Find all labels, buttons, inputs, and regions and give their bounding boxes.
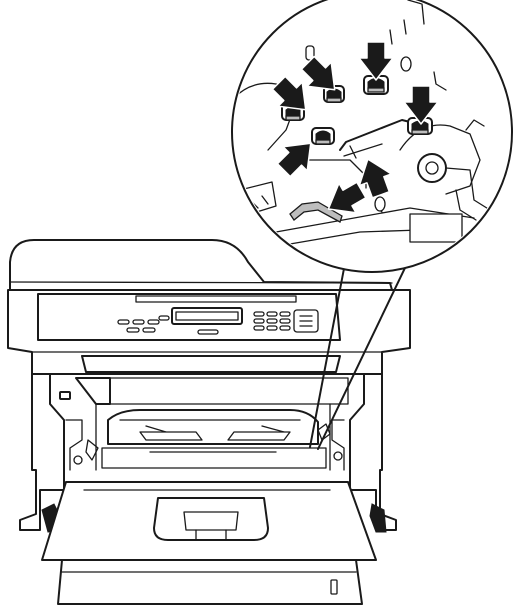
printer-body bbox=[7, 239, 411, 605]
arrow-4-icon bbox=[276, 142, 312, 178]
callout-connector-left bbox=[309, 257, 347, 448]
arrow-7-icon bbox=[327, 181, 367, 214]
callout-connector-right bbox=[317, 244, 417, 450]
inner-cavity bbox=[75, 377, 111, 405]
tab-4 bbox=[311, 127, 335, 145]
magnifier-callout bbox=[231, 0, 513, 450]
panel-keypad bbox=[253, 309, 319, 333]
arrow-2-icon bbox=[300, 55, 336, 91]
callout-arrows bbox=[271, 41, 439, 214]
arrow-5-icon bbox=[403, 85, 439, 125]
right-latch bbox=[369, 503, 387, 533]
front-frame bbox=[19, 373, 65, 531]
gear-assembly bbox=[399, 119, 491, 221]
output-tray bbox=[81, 355, 341, 373]
cleaning-wire bbox=[289, 201, 343, 223]
paper-level-indicator bbox=[330, 579, 338, 595]
arrow-1-icon bbox=[271, 75, 307, 111]
drum-unit bbox=[101, 409, 327, 469]
arrow-6-icon bbox=[358, 158, 393, 199]
paper-tray bbox=[57, 559, 363, 605]
scanner-cover bbox=[9, 239, 393, 291]
side-mechanics bbox=[65, 419, 345, 471]
panel-buttons-left bbox=[117, 315, 219, 335]
arrow-3-icon bbox=[358, 41, 394, 81]
power-button bbox=[59, 391, 71, 400]
tab-2 bbox=[323, 85, 345, 103]
